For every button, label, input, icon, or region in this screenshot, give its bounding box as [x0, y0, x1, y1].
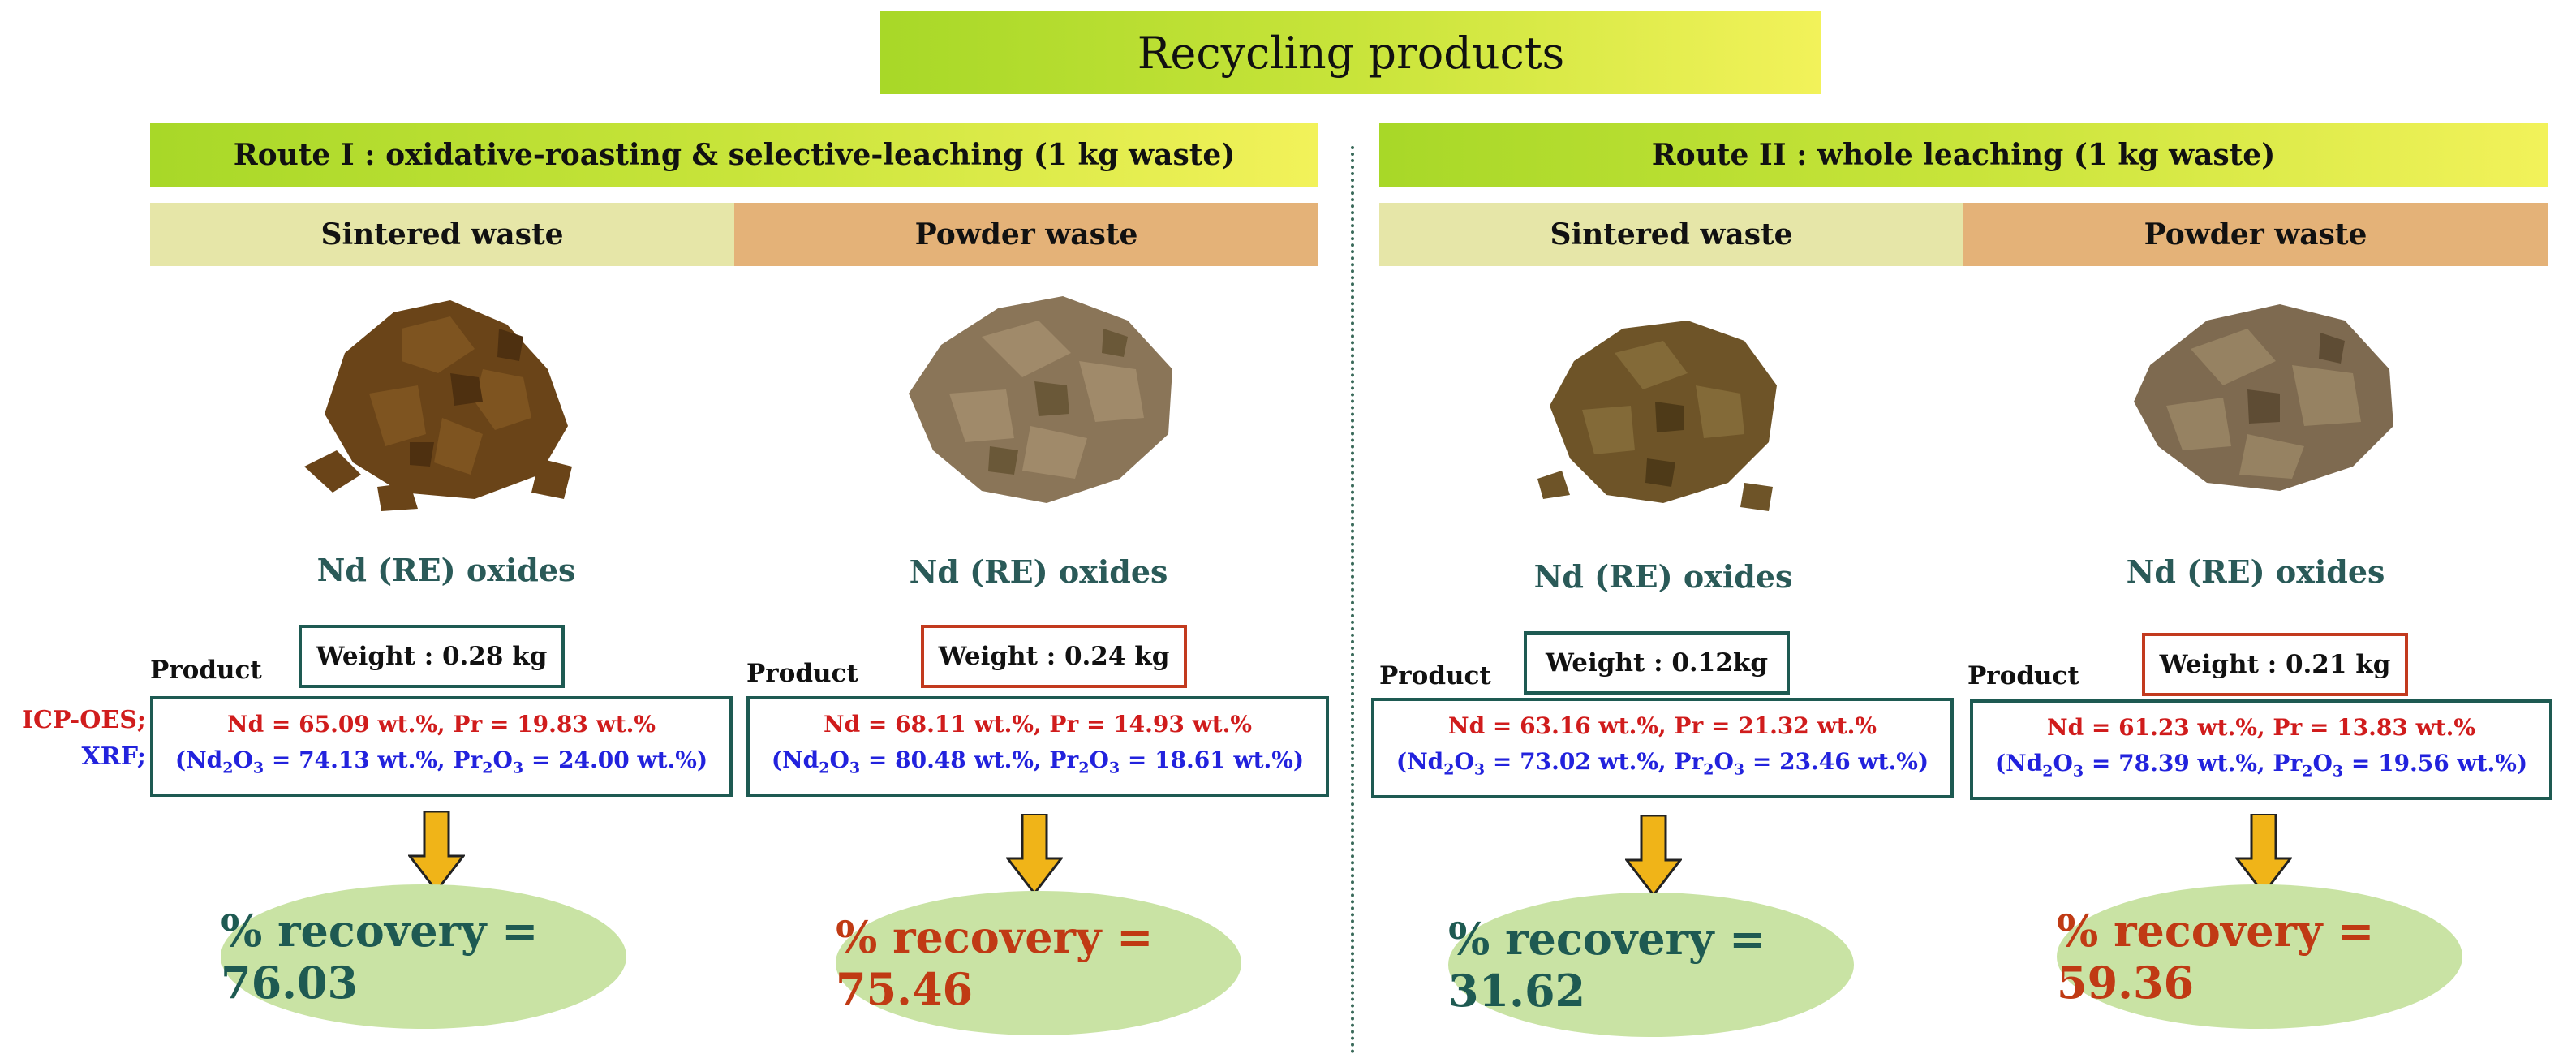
product-label-r2-powder: Product: [1967, 661, 2079, 690]
xrf-label: XRF;: [81, 742, 146, 771]
recovery-r1-powder: % recovery = 75.46: [836, 891, 1241, 1035]
product-label-r2-sintered: Product: [1379, 661, 1491, 690]
down-arrow-icon: [2235, 814, 2292, 895]
icp-line-r1-sintered: Nd = 65.09 wt.%, Pr = 19.83 wt.%: [226, 711, 656, 738]
oxide-label-r1-sintered: Nd (RE) oxides: [316, 552, 576, 588]
page-title: Recycling products: [880, 11, 1821, 94]
route-2-sintered-header: Sintered waste: [1379, 203, 1963, 266]
powder-oxide-image-2: [2134, 304, 2393, 491]
xrf-line-r2-powder: (Nd2O3 = 78.39 wt.%, Pr2O3 = 19.56 wt.%): [1994, 750, 2528, 781]
route-1-header: Route I : oxidative-roasting & selective…: [150, 123, 1318, 187]
xrf-line-r2-sintered: (Nd2O3 = 73.02 wt.%, Pr2O3 = 23.46 wt.%): [1396, 748, 1929, 779]
weight-box-r1-sintered: Weight : 0.28 kg: [299, 625, 565, 688]
oxide-label-r2-sintered: Nd (RE) oxides: [1533, 558, 1793, 595]
route-2-powder-header: Powder waste: [1963, 203, 2548, 266]
powder-oxide-image-1: [909, 296, 1172, 503]
route-2-header: Route II : whole leaching (1 kg waste): [1379, 123, 2548, 187]
composition-box-r2-powder: Nd = 61.23 wt.%, Pr = 13.83 wt.% (Nd2O3 …: [1970, 699, 2552, 800]
oxide-label-r2-powder: Nd (RE) oxides: [2126, 553, 2385, 590]
recovery-r1-sintered: % recovery = 76.03: [221, 884, 626, 1029]
sintered-oxide-powder-image-2: [1537, 321, 1777, 511]
icp-line-r1-powder: Nd = 68.11 wt.%, Pr = 14.93 wt.%: [823, 711, 1253, 738]
down-arrow-icon: [1006, 814, 1063, 895]
route-1-powder-header: Powder waste: [734, 203, 1318, 266]
product-label-r1-sintered: Product: [150, 656, 262, 685]
weight-box-r1-powder: Weight : 0.24 kg: [921, 625, 1187, 688]
xrf-line-r1-sintered: (Nd2O3 = 74.13 wt.%, Pr2O3 = 24.00 wt.%): [174, 746, 708, 777]
composition-box-r2-sintered: Nd = 63.16 wt.%, Pr = 21.32 wt.% (Nd2O3 …: [1371, 698, 1954, 798]
icp-line-r2-powder: Nd = 61.23 wt.%, Pr = 13.83 wt.%: [2046, 714, 2476, 742]
weight-box-r2-sintered: Weight : 0.12kg: [1524, 631, 1790, 695]
recovery-r2-sintered: % recovery = 31.62: [1448, 893, 1854, 1037]
xrf-line-r1-powder: (Nd2O3 = 80.48 wt.%, Pr2O3 = 18.61 wt.%): [771, 746, 1305, 777]
product-label-r1-powder: Product: [746, 659, 858, 688]
icp-line-r2-sintered: Nd = 63.16 wt.%, Pr = 21.32 wt.%: [1447, 712, 1877, 740]
composition-box-r1-powder: Nd = 68.11 wt.%, Pr = 14.93 wt.% (Nd2O3 …: [746, 696, 1329, 797]
icp-oes-label: ICP-OES;: [21, 706, 146, 734]
weight-box-r2-powder: Weight : 0.21 kg: [2142, 633, 2408, 696]
oxide-label-r1-powder: Nd (RE) oxides: [909, 553, 1168, 590]
composition-box-r1-sintered: Nd = 65.09 wt.%, Pr = 19.83 wt.% (Nd2O3 …: [150, 696, 733, 797]
route-divider: [1351, 146, 1354, 1054]
down-arrow-icon: [1625, 815, 1682, 897]
down-arrow-icon: [408, 811, 465, 893]
route-1-sintered-header: Sintered waste: [150, 203, 734, 266]
sintered-oxide-powder-image-1: [304, 300, 572, 511]
recovery-r2-powder: % recovery = 59.36: [2057, 884, 2462, 1029]
